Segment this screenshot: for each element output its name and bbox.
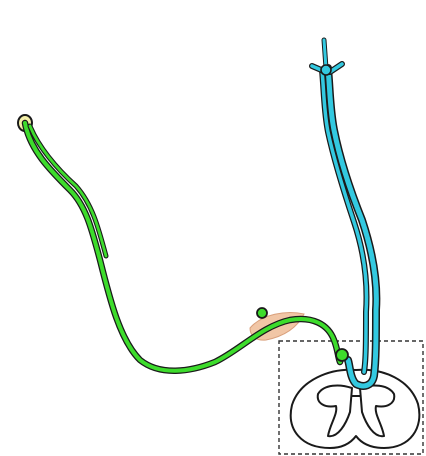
cerebellum [339, 99, 379, 127]
brain-fold-3 [272, 72, 312, 80]
back-outline [380, 185, 412, 345]
cortex-branch-fill [324, 40, 326, 68]
thalamus-node [321, 65, 331, 75]
arm-outline [36, 210, 330, 388]
brain-fold-4 [342, 77, 372, 90]
little-finger [76, 138, 96, 182]
body-outline [221, 5, 412, 345]
head-outline [221, 5, 405, 228]
shoulder-outline [162, 292, 264, 366]
cerebellum-fold [346, 110, 372, 116]
sensory-neuron-fill [25, 123, 340, 371]
ascending-tract [312, 40, 376, 386]
front-neck-outline [264, 228, 282, 292]
ring-finger [62, 122, 84, 162]
spinal-synapse [336, 349, 348, 361]
sensory-neuron-outline [25, 123, 340, 371]
gray-matter-left [318, 386, 352, 437]
sensory-neuron [25, 123, 340, 371]
gray-matter-right [360, 386, 394, 437]
palm-outline [22, 170, 56, 210]
brain-fold-1 [270, 50, 318, 60]
ear-outline [290, 95, 308, 126]
dorsal-root-ganglion [257, 308, 267, 318]
elbow-line [145, 372, 165, 388]
brain-fold-2 [334, 46, 376, 60]
